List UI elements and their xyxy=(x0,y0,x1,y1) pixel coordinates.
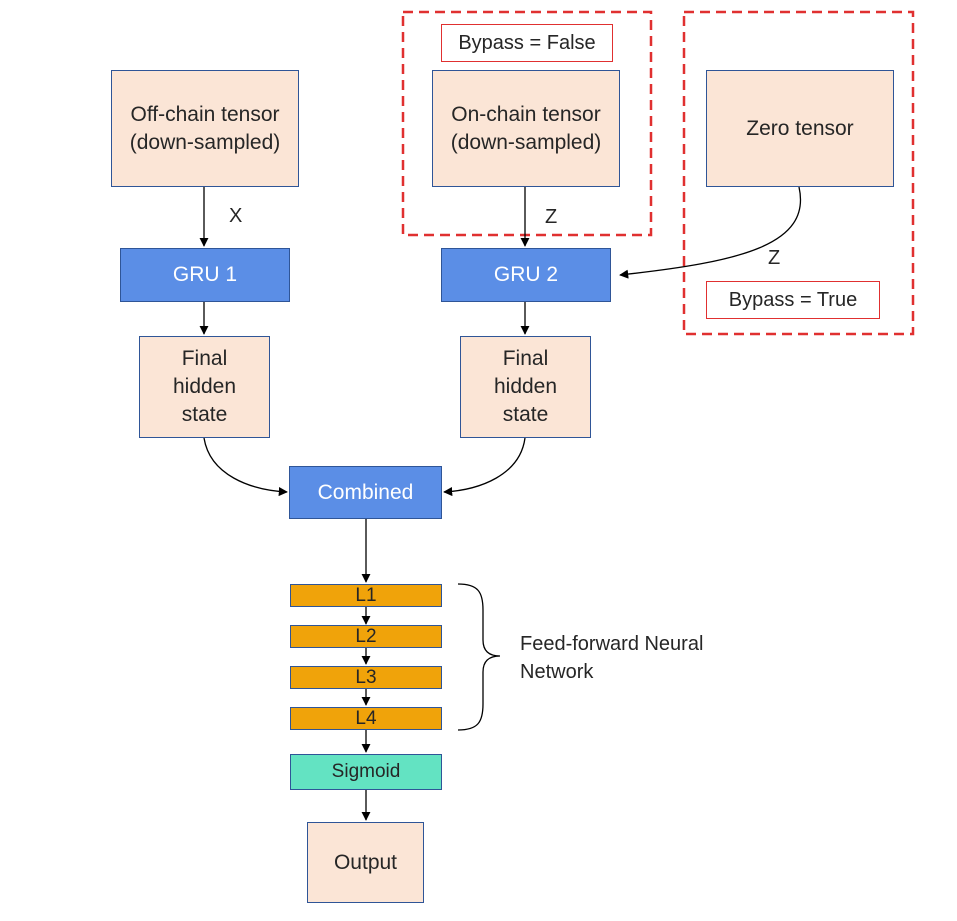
layer-l4-node: L4 xyxy=(290,707,442,730)
arrow-zero-gru2 xyxy=(619,186,802,279)
combined-node: Combined xyxy=(289,466,442,519)
arrow-hidden1-combined xyxy=(203,437,288,497)
layer-l2-node: L2 xyxy=(290,625,442,648)
zero-tensor-node: Zero tensor xyxy=(706,70,894,187)
edge-label-x: X xyxy=(229,205,243,227)
ffnn-label: Feed-forward Neural Network xyxy=(520,633,704,683)
bypass-false-group xyxy=(401,10,653,237)
layer-l1-node: L1 xyxy=(290,584,442,607)
output-node: Output xyxy=(307,822,424,903)
hidden-state-2-node: Final hidden state xyxy=(460,336,591,438)
bypass-true-group xyxy=(682,10,915,336)
ffnn-brace xyxy=(457,583,501,731)
hidden-state-1-node: Final hidden state xyxy=(139,336,270,438)
layer-l3-node: L3 xyxy=(290,666,442,689)
gru1-node: GRU 1 xyxy=(120,248,290,302)
sigmoid-node: Sigmoid xyxy=(290,754,442,790)
gru2-node: GRU 2 xyxy=(441,248,611,302)
off-chain-tensor-node: Off-chain tensor (down-sampled) xyxy=(111,70,299,187)
edge-label-z-on-chain: Z xyxy=(545,206,558,228)
bypass-true-tag: Bypass = True xyxy=(706,281,880,319)
edge-label-z-zero: Z xyxy=(768,247,781,269)
arrow-hidden2-combined xyxy=(443,437,526,497)
on-chain-tensor-node: On-chain tensor (down-sampled) xyxy=(432,70,620,187)
bypass-false-tag: Bypass = False xyxy=(441,24,613,62)
